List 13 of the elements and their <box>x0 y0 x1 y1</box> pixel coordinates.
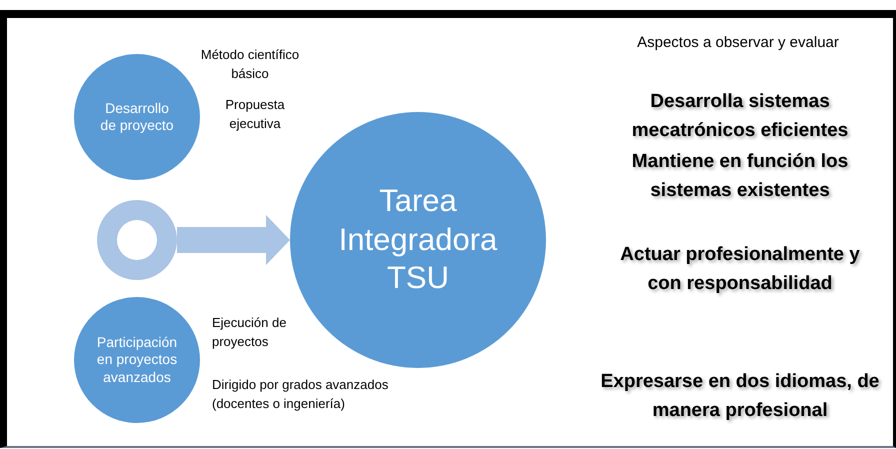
criterion-text: Expresarse en dos idiomas, de manera profesional <box>600 370 880 422</box>
block-arrow <box>177 215 290 265</box>
circle-label: Participación en proyectos avanzados <box>96 334 178 386</box>
note-text: Dirigido por grados avanzados (docentes o ingeniería) <box>212 376 390 413</box>
note-text: Método científico básico <box>200 46 300 83</box>
criterion-text: Actuar profesionalmente y con responsabilidad <box>619 243 861 296</box>
criterion-text: Desarrolla sistemas mecatrónicos eficientes <box>630 90 850 142</box>
circle-label: Tarea Integradora TSU <box>338 182 498 298</box>
criterion-text: Mantiene en función los sistemas existentes <box>630 150 850 202</box>
section-heading: Aspectos a observar y evaluar <box>636 33 840 53</box>
note-text: Propuesta ejecutiva <box>224 96 286 133</box>
note-text: Ejecución de proyectos <box>212 314 288 351</box>
circle-label: Desarrollo de proyecto <box>99 100 175 134</box>
